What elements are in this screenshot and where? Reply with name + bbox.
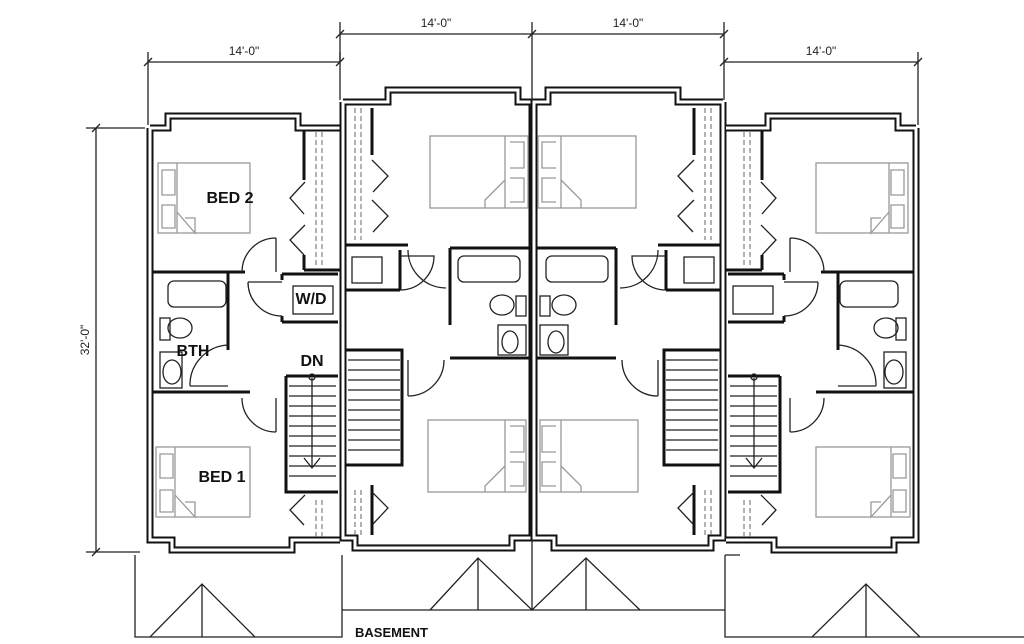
unit-2-width-dimension: 14'-0" bbox=[421, 16, 452, 30]
stairs-down-label: DN bbox=[300, 353, 323, 370]
unit-1-width-dimension: 14'-0" bbox=[229, 44, 260, 58]
unit-2 bbox=[343, 90, 532, 548]
unit-3-width-dimension: 14'-0" bbox=[613, 16, 644, 30]
depth-dimension: 32'-0" bbox=[78, 325, 92, 356]
room-label-bed-1: BED 1 bbox=[198, 469, 245, 486]
basement-roof-outline bbox=[134, 540, 1024, 638]
room-label-bed-2: BED 2 bbox=[206, 190, 253, 207]
unit-4 bbox=[726, 116, 916, 550]
room-label-bath: BTH bbox=[177, 343, 210, 360]
unit-4-width-dimension: 14'-0" bbox=[806, 44, 837, 58]
dimension-lines bbox=[86, 22, 923, 557]
room-label-washer-dryer: W/D bbox=[295, 291, 326, 308]
basement-label: BASEMENT bbox=[355, 625, 428, 640]
unit-3 bbox=[534, 90, 723, 548]
